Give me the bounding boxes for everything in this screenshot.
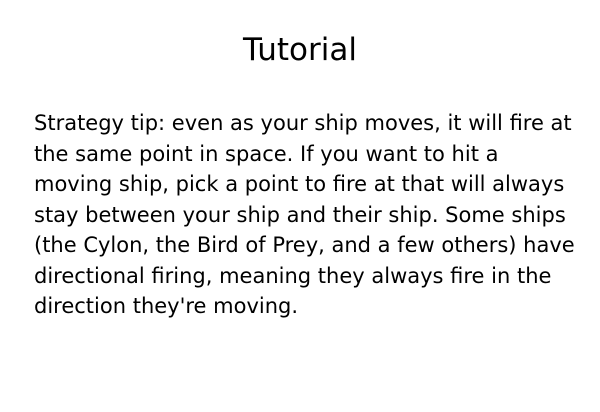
tutorial-tip-text: Strategy tip: even as your ship moves, i… [34,111,575,318]
slide-title: Tutorial [243,32,357,68]
